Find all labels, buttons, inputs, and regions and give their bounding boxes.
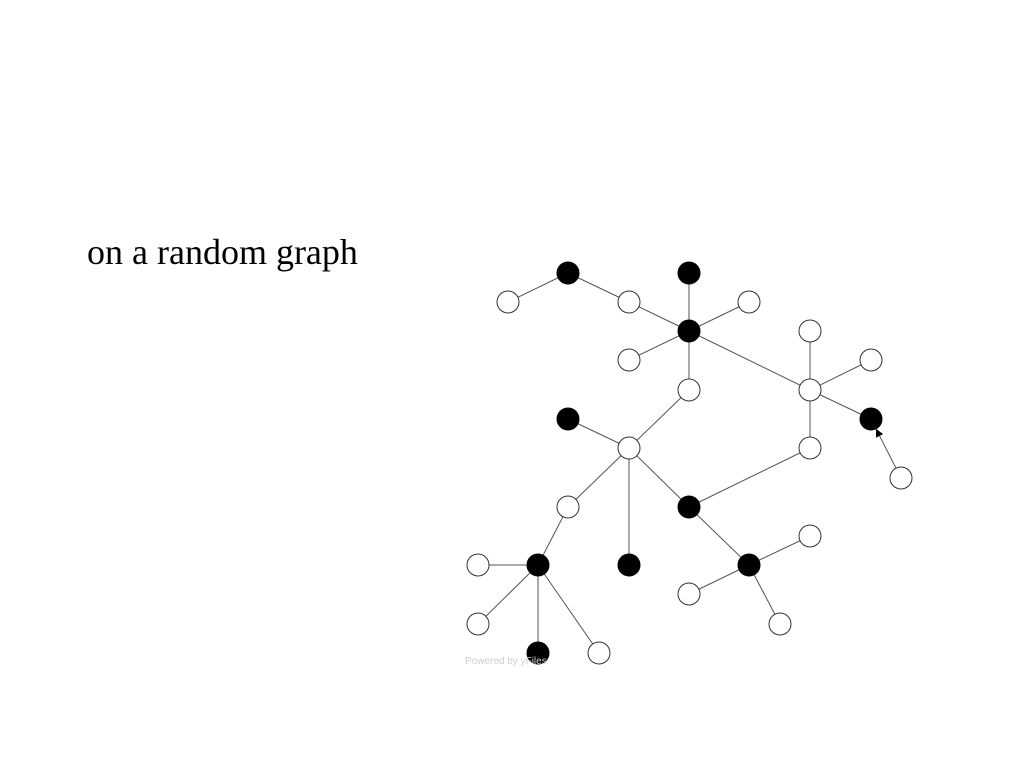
graph-node-empty [798,378,822,402]
graph-node-empty [737,290,761,314]
graph-node-empty [617,436,641,460]
graph-node-filled [556,407,580,431]
graph-node-empty [556,495,580,519]
graph-node-filled [737,553,761,577]
nodes-layer [466,261,913,665]
graph-edge [628,389,690,449]
graph-node-empty [496,290,520,314]
graph-node-filled [859,407,883,431]
arrow-layer [875,428,897,469]
graph-edge [567,447,630,508]
graph-node-empty [587,641,611,665]
graph-edge [537,564,600,654]
graph-node-filled [617,553,641,577]
graph-node-empty [617,290,641,314]
graph-node-filled [556,261,580,285]
graph-node-filled [677,495,701,519]
graph-edge [688,506,750,566]
graph-edge [628,447,690,508]
graph-node-empty [859,348,883,372]
graph-edge [688,330,811,391]
graph-node-empty [677,582,701,606]
graph-node-filled [677,319,701,343]
graph-node-empty [768,612,792,636]
graph-node-filled [526,641,550,665]
graph-node-empty [466,612,490,636]
graph-node-empty [677,378,701,402]
graph-edge [477,564,539,625]
graph-node-filled [677,261,701,285]
graph-node-filled [526,553,550,577]
graph-node-empty [889,466,913,490]
graph-node-empty [798,319,822,343]
graph-node-empty [466,553,490,577]
slide-title: on a random graph [87,232,358,272]
graph-node-empty [617,348,641,372]
graph-directed-edge [875,428,897,469]
graph-node-empty [798,436,822,460]
graph-node-empty [798,524,822,548]
watermark: Powered by yFiles [465,656,547,667]
graph-edge [688,447,811,508]
